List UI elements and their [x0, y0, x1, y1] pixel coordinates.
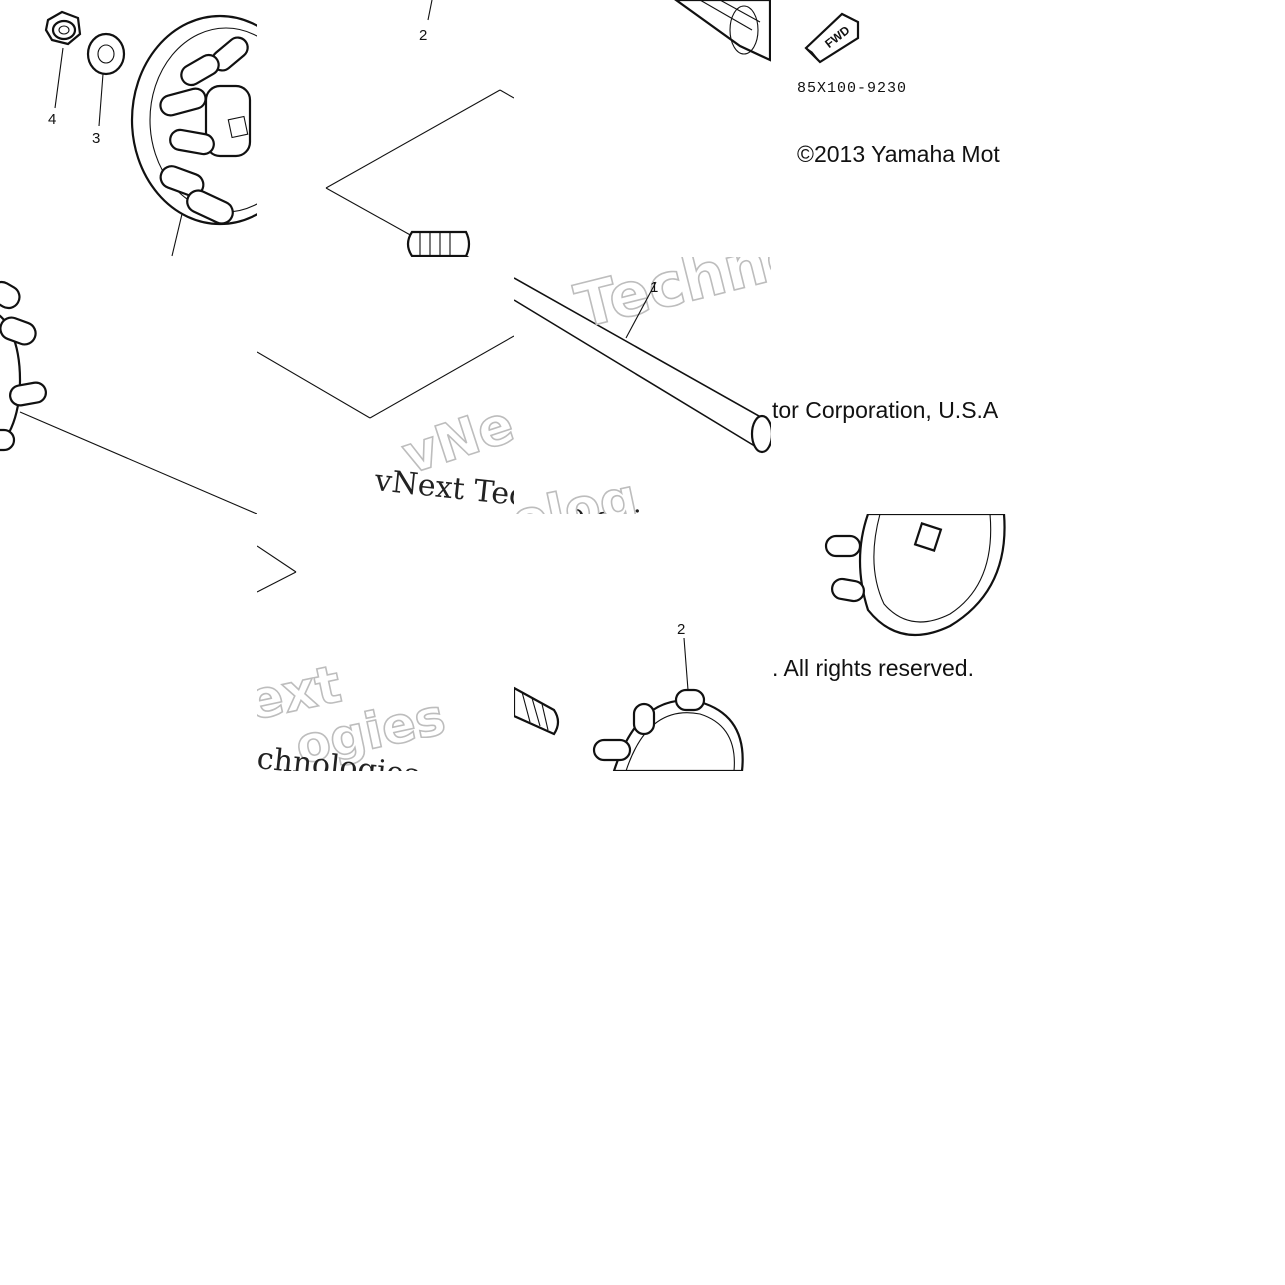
watermark-vne: vNe	[395, 394, 521, 486]
watermark-techno: Techno	[569, 218, 815, 343]
diagram-code: 85X100-9230	[797, 80, 907, 97]
tile-shaft-long: Techno 1 ologies olog	[506, 218, 815, 553]
callout-1: 1	[650, 279, 658, 296]
shaft-spline-end	[406, 230, 471, 257]
callout-2-top: 2	[419, 27, 427, 44]
tile-shaft-middle: vNext Tec vNe	[257, 335, 521, 514]
tile-watermark-bottom-left: ext ogies chnologies	[257, 545, 451, 771]
tile-impeller-right: . All rights reserved.	[772, 514, 1006, 681]
callout-2-bottom: 2	[677, 621, 685, 638]
tile-shaft-top-right	[674, 0, 771, 62]
tile-impeller-top-left: 4 3	[44, 10, 257, 257]
copyright-line-2: tor Corporation, U.S.A	[772, 397, 999, 423]
callout-3: 3	[92, 130, 100, 147]
copyright-line-3: . All rights reserved.	[772, 655, 974, 681]
tile-copyright-middle: tor Corporation, U.S.A	[772, 397, 999, 423]
tile-impeller-left	[0, 280, 257, 514]
impeller-part-bottom	[592, 688, 744, 771]
fwd-arrow-icon: FWD	[804, 12, 860, 64]
washer-part	[86, 32, 126, 76]
tile-shaft-top-middle: 2	[325, 0, 514, 257]
callout-4: 4	[48, 111, 56, 128]
tile-impeller-bottom: 2	[514, 621, 744, 771]
watermark-olog: olog	[506, 468, 642, 553]
impeller-part-top	[130, 14, 257, 226]
copyright-line-1: ©2013 Yamaha Mot	[797, 141, 1000, 167]
tile-legend: FWD 85X100-9230 ©2013 Yamaha Mot	[797, 12, 1000, 167]
hex-nut-part	[44, 10, 82, 46]
